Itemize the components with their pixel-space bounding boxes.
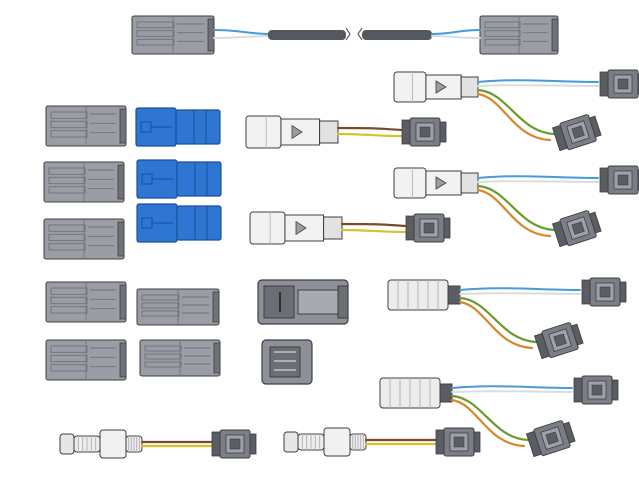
y-splitter-harness-2 xyxy=(393,165,639,248)
gray-connector-1 xyxy=(45,105,127,147)
inline-adapter-2 xyxy=(283,427,481,457)
adapter-harness-1 xyxy=(245,115,447,149)
extension-cable xyxy=(131,15,559,55)
dark-socket-large xyxy=(257,279,349,325)
blue-connector-3 xyxy=(136,203,222,243)
adapter-harness-2 xyxy=(249,211,451,245)
y-splitter-harness-3 xyxy=(387,277,627,360)
y-splitter-harness-1 xyxy=(393,69,639,152)
gray-connector-4 xyxy=(45,281,127,323)
y-splitter-harness-4 xyxy=(379,375,619,458)
gray-connector-2 xyxy=(43,161,125,203)
blue-connector-2 xyxy=(136,159,222,199)
gray-connector-5 xyxy=(45,339,127,381)
blue-connector-1 xyxy=(135,107,221,147)
gray-connector-3 xyxy=(43,218,125,260)
gray-connector-7 xyxy=(139,339,221,377)
gray-connector-6 xyxy=(136,288,220,326)
dark-socket-small xyxy=(261,339,313,385)
inline-adapter-1 xyxy=(59,429,257,459)
